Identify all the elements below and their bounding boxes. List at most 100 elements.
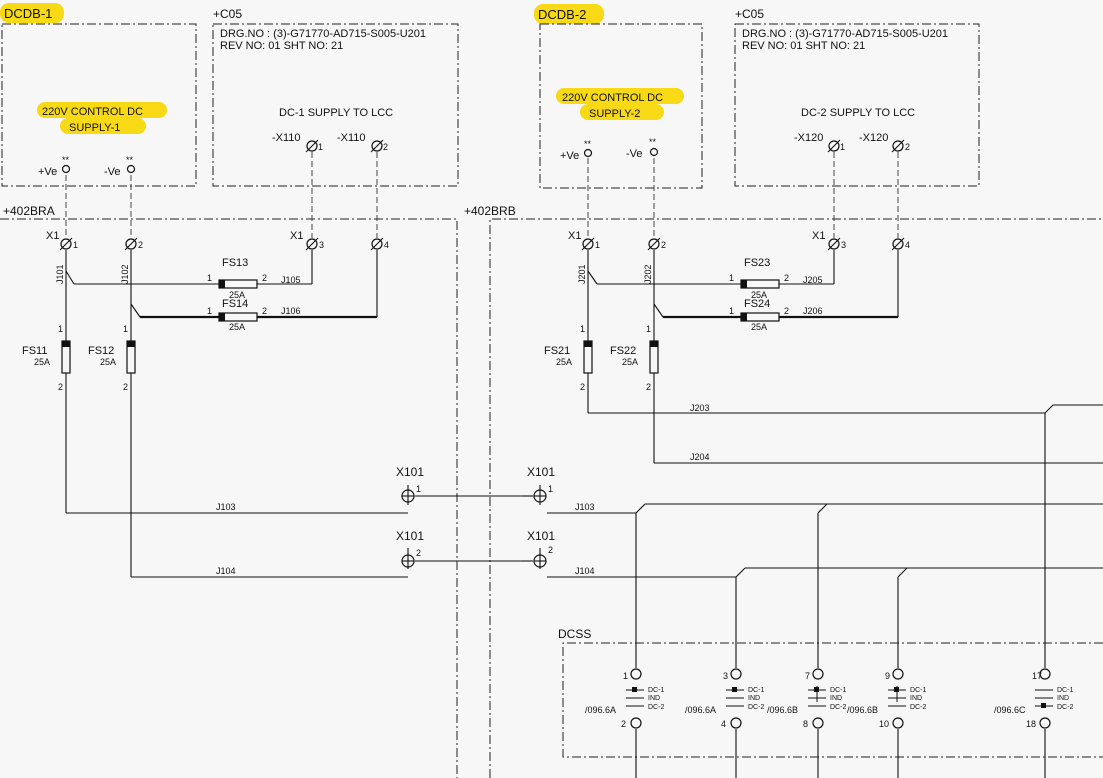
c05-1-term1: -X110 — [272, 132, 301, 144]
dcss-dc2-label: DC-2 — [830, 704, 846, 711]
fs13-pin1: 1 — [207, 273, 212, 283]
panel-b-tag: +402BRB — [464, 204, 516, 218]
x101-b-2-label: X101 — [527, 529, 555, 543]
dcss-dc1-label: DC-1 — [748, 687, 764, 694]
panel-b-x1-b: X1 — [812, 230, 825, 242]
panel-b-term-1: 1 — [595, 240, 600, 250]
dcss-terminal-top — [812, 668, 824, 680]
dcss-ind-label: IND — [830, 695, 842, 702]
c05-1-desc: DC-1 SUPPLY TO LCC — [279, 107, 393, 119]
dcdb2-tag-highlight — [534, 4, 604, 24]
label-fs11: FS11 — [22, 345, 47, 357]
wire-j206: J206 — [803, 306, 823, 316]
wire-j105: J105 — [281, 275, 301, 285]
dcss-dc1-label: DC-1 — [910, 687, 926, 694]
c05-2-box — [734, 23, 980, 187]
dcss-terminal-top-number: 1 — [623, 671, 628, 681]
dcdb2-neg-label: -Ve — [626, 148, 643, 160]
dcss-dc2-label: DC-2 — [910, 704, 926, 711]
dcss-terminal-top-number: 9 — [885, 671, 890, 681]
dcdb2-tag: DCDB-2 — [538, 7, 586, 22]
x101-a-1-pin: 1 — [416, 484, 421, 494]
dcss-dc2-marker — [1041, 703, 1046, 708]
slash-terminal-bar — [647, 237, 661, 251]
dcdb1-box — [1, 23, 197, 187]
dcdb1-pos-star: ** — [62, 155, 70, 165]
dcss-terminal-top-number: 3 — [723, 671, 728, 681]
dcss-ind-label: IND — [748, 695, 760, 702]
dcss-dc2-label: DC-2 — [1057, 704, 1073, 711]
dcss-terminal-columns: 12DC-1INDDC-2/096.6A34DC-1INDDC-2/096.6A… — [585, 668, 1073, 729]
dcss-terminal-bottom — [630, 717, 642, 729]
dcdb2-box — [539, 23, 703, 189]
c05-2-n2: 2 — [905, 142, 910, 152]
slash-terminal-bar — [305, 139, 319, 153]
dcss-dc1-marker — [732, 687, 737, 692]
c05-2-n1: 1 — [840, 142, 845, 152]
dcss-terminal-bottom-number: 18 — [1026, 719, 1036, 729]
dcss-ref-label: /096.6C — [994, 705, 1026, 715]
dcdb2-pos-label: +Ve — [560, 150, 579, 162]
fs12-pin1: 1 — [123, 324, 128, 334]
fs21-pin1: 1 — [580, 324, 585, 334]
wire-j101: J101 — [55, 264, 65, 284]
label-fs24: FS24 — [744, 298, 770, 310]
slash-terminal-bar — [124, 237, 138, 251]
dcdb1-title-1: 220V CONTROL DC — [42, 106, 143, 118]
wire-j202: J202 — [643, 264, 653, 284]
c05-2-desc: DC-2 SUPPLY TO LCC — [801, 107, 915, 119]
dcss-dc2-label: DC-2 — [748, 704, 764, 711]
dcdb1-neg-star: ** — [126, 155, 134, 165]
dcdb1-title-highlight — [37, 102, 167, 118]
c05-2-drg: DRG.NO : (3)-G71770-AD715-S005-U201 — [742, 28, 948, 40]
dcss-terminal-top — [730, 668, 742, 680]
c05-1-drg: DRG.NO : (3)-G71770-AD715-S005-U201 — [220, 28, 426, 40]
panel-b-x1-a: X1 — [568, 230, 581, 242]
slash-terminal-bar — [370, 139, 384, 153]
panel-a-box — [0, 218, 458, 778]
slash-terminal-bar — [305, 237, 319, 251]
panel-a-term-3: 3 — [319, 240, 324, 250]
dcss-ref-label: /096.6A — [685, 705, 716, 715]
dcss-terminal-bottom — [1039, 717, 1051, 729]
dcdb2-title-highlight-2 — [580, 104, 664, 120]
panel-a-term-1: 1 — [73, 240, 78, 250]
fs12-pin2: 2 — [123, 382, 128, 392]
fs23-pin1: 1 — [729, 273, 734, 283]
dcss-terminal-bottom-number: 8 — [803, 719, 808, 729]
slash-terminal-bar — [59, 237, 73, 251]
dcdb1-tag-highlight — [0, 3, 64, 23]
fs21-pin2: 2 — [580, 382, 585, 392]
slash-terminal-bar — [827, 139, 841, 153]
slash-terminal-bar — [370, 237, 384, 251]
dcdb2-neg-star: ** — [649, 137, 657, 147]
wire-j106: J106 — [281, 306, 301, 316]
fs14-pin2: 2 — [262, 306, 267, 316]
dcss-ref-label: /096.6B — [847, 705, 878, 715]
slash-terminal-bar — [581, 237, 595, 251]
slash-terminal-bar — [891, 237, 905, 251]
dcss-dc1-label: DC-1 — [648, 687, 664, 694]
rating-fs11: 25A — [34, 357, 50, 367]
dcss-ind-label: IND — [910, 695, 922, 702]
label-fs14: FS14 — [222, 298, 248, 310]
dcss-ind-label: IND — [1057, 695, 1069, 702]
dcdb1-tag: DCDB-1 — [4, 6, 52, 21]
dcss-terminal-bottom — [812, 717, 824, 729]
c05-2-rev: REV NO: 01 SHT NO: 21 — [742, 40, 865, 52]
fs22-pin1: 1 — [646, 324, 651, 334]
rating-fs22: 25A — [622, 357, 638, 367]
label-fs12: FS12 — [88, 345, 114, 357]
c05-1-box — [212, 23, 459, 187]
label-fs21: FS21 — [544, 345, 570, 357]
terminal-group — [61, 147, 659, 174]
panel-a-term-4: 4 — [384, 240, 389, 250]
wire-j103-b: J103 — [575, 502, 595, 512]
panel-b-term-4: 4 — [905, 240, 910, 250]
dcss-terminal-bottom-number: 10 — [879, 719, 889, 729]
fs24-pin2: 2 — [784, 306, 789, 316]
dcss-tag: DCSS — [558, 627, 591, 641]
label-fs22: FS22 — [610, 345, 636, 357]
panel-a-x1-a: X1 — [46, 230, 59, 242]
